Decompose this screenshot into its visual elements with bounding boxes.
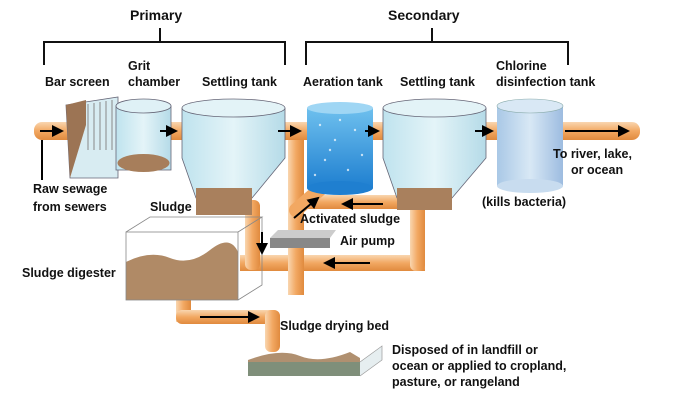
primary-bracket <box>43 28 286 65</box>
settling-tank-1-label: Settling tank <box>202 75 278 89</box>
outlet-label-line2: or ocean <box>571 163 624 177</box>
kills-bacteria-label: (kills bacteria) <box>482 195 567 209</box>
settling-tank-1-unit <box>181 98 286 215</box>
bar-screen-unit <box>65 96 119 179</box>
arrow-activated-up <box>293 196 320 219</box>
chlorine-label-line1: Chlorine <box>496 59 547 73</box>
aeration-tank-unit <box>307 102 373 195</box>
secondary-bracket <box>305 28 569 65</box>
bar-screen-label: Bar screen <box>45 75 110 89</box>
activated-sludge-label: Activated sludge <box>300 212 401 226</box>
sludge-digester-unit <box>125 216 264 301</box>
disposal-label-line1: Disposed of in landfill or <box>392 343 538 357</box>
outlet-label-line1: To river, lake, <box>553 147 632 161</box>
flow-arrows <box>40 125 630 323</box>
disposal-label-line2: ocean or applied to cropland, <box>392 359 567 373</box>
sludge-drying-bed-unit <box>248 345 383 377</box>
settling-tank-2-unit <box>382 98 487 210</box>
chlorine-label-line2: disinfection tank <box>496 75 596 89</box>
air-pump-label: Air pump <box>340 234 395 248</box>
primary-stage-label: Primary <box>130 7 183 23</box>
sludge-label: Sludge <box>150 200 192 214</box>
raw-sewage-label-line2: from sewers <box>33 200 107 214</box>
sludge-drying-bed-label: Sludge drying bed <box>280 319 390 333</box>
secondary-stage-label: Secondary <box>388 7 460 23</box>
aeration-tank-label: Aeration tank <box>303 75 383 89</box>
grit-chamber-label-line1: Grit <box>128 59 151 73</box>
sludge-digester-label: Sludge digester <box>22 266 116 280</box>
grit-chamber-label-line2: chamber <box>128 75 181 89</box>
grit-chamber-unit <box>115 98 172 172</box>
air-pump <box>270 230 336 248</box>
chlorine-tank-unit <box>496 98 564 193</box>
disposal-label-line3: pasture, or rangeland <box>392 375 520 389</box>
settling-tank-2-label: Settling tank <box>400 75 476 89</box>
raw-sewage-label-line1: Raw sewage <box>33 182 108 196</box>
